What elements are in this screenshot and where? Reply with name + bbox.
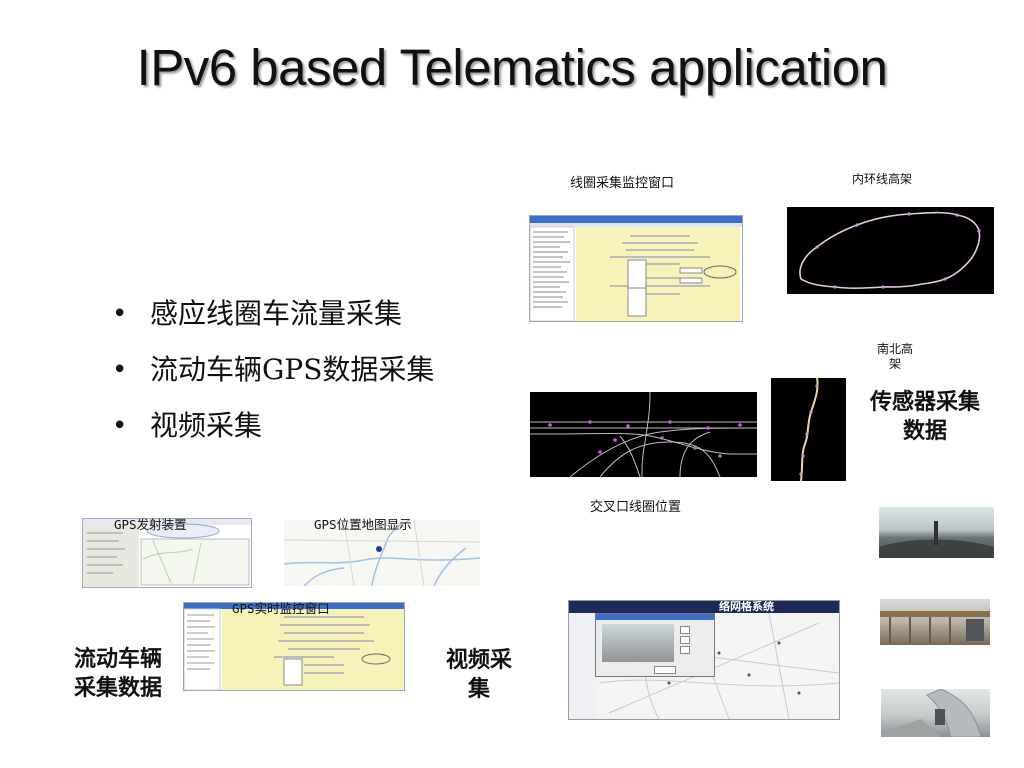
north-south-route-image: [799, 378, 819, 481]
sensor-data-label: 传感器采集数据: [869, 390, 980, 444]
camera-photo-1: [879, 507, 994, 558]
camera-photo-3-image: [881, 689, 982, 737]
caption-loop-window: 线圈采集监控窗口: [570, 176, 675, 191]
camera-photo-1-image: [879, 521, 994, 558]
caption-north-south: 南北高架: [876, 342, 913, 371]
bullet-item-video: 视频采集: [112, 398, 434, 454]
caption-intersection: 交叉口线圈位置: [590, 500, 682, 515]
loop-monitor-image: [530, 216, 742, 321]
slide-title: IPv6 based Telematics application: [136, 39, 888, 96]
bullet-item-loop: 感应线圈车流量采集: [112, 286, 434, 342]
grid-system-titlebar: [569, 601, 839, 613]
bullet-list: 感应线圈车流量采集 流动车辆GPS数据采集 视频采集: [112, 286, 434, 454]
intersection-map: [530, 392, 757, 477]
video-frame: [602, 624, 674, 662]
inner-ring-route-image: [799, 211, 981, 289]
video-popup-window: [595, 613, 715, 677]
gps-monitor-screenshot: [183, 602, 405, 691]
caption-inner-ring: 内环线高架: [852, 172, 913, 186]
inner-ring-map: [787, 207, 994, 294]
gps-map-screenshot: [284, 520, 480, 586]
gps-map-image: [284, 520, 480, 586]
grid-system-screenshot: 络网格系统: [568, 600, 840, 720]
camera-photo-2: [880, 599, 990, 645]
bullet-item-gps: 流动车辆GPS数据采集: [112, 342, 434, 398]
north-south-map: [771, 378, 846, 481]
gps-device-screenshot: [82, 518, 252, 588]
intersection-loop-image: [530, 392, 757, 477]
camera-photo-2-image: [880, 611, 990, 643]
caption-gps-monitor: GPS实时监控窗口: [232, 601, 330, 616]
floating-car-label: 流动车辆采集数据: [73, 647, 162, 701]
video-label: 视频采集: [445, 648, 512, 702]
caption-gps-map: GPS位置地图显示: [314, 517, 412, 532]
camera-photo-3: [881, 689, 990, 737]
caption-gps-device: GPS发射装置: [114, 517, 187, 532]
gps-monitor-image: [184, 603, 404, 690]
loop-monitor-screenshot: [529, 215, 743, 322]
gps-device-image: [83, 519, 251, 587]
grid-system-title: 络网格系统: [719, 600, 774, 613]
